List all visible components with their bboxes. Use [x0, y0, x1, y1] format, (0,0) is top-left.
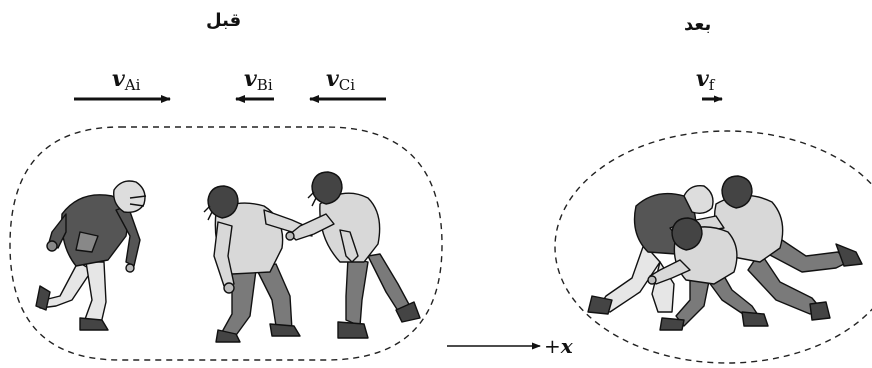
player-b-figure: [203, 185, 313, 343]
velocity-label-final: vf: [696, 66, 715, 94]
velocity-label-b: vBi: [244, 66, 273, 94]
heading-after: بعد: [684, 14, 712, 35]
player-a-figure: [35, 180, 147, 331]
heading-before: قبل: [206, 10, 242, 31]
player-c-figure: [285, 171, 421, 339]
velocity-label-a: vAi: [112, 66, 141, 94]
axis-label: +x: [544, 334, 573, 358]
players-collision-figure: [587, 175, 863, 331]
system-boundary-after: [554, 130, 872, 364]
system-boundary-before: [9, 126, 443, 361]
velocity-label-c: vCi: [326, 66, 356, 94]
